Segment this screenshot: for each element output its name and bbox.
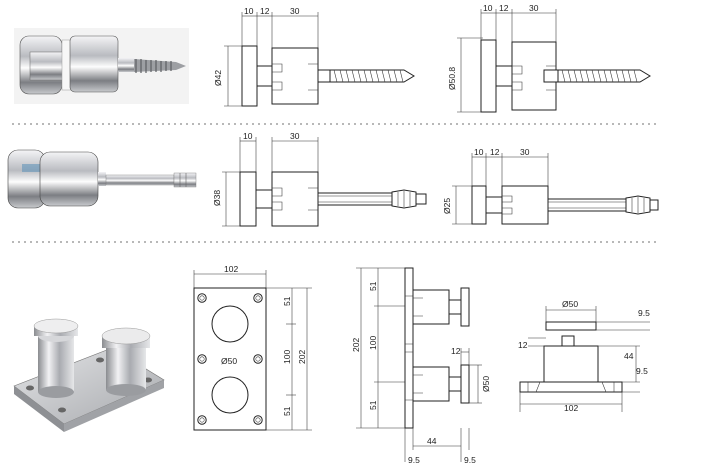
dim-10: 10 <box>474 147 484 157</box>
drawing-front-view: 102 Ø50 51 100 51 202 <box>193 264 312 431</box>
dim-top-base-width: 102 <box>564 403 578 413</box>
dim-side-lower: 51 <box>368 400 378 410</box>
dim-diameter: Ø38 <box>212 190 222 206</box>
dim-30: 30 <box>529 3 539 13</box>
dim-side-cap-thickness: 12 <box>451 346 461 356</box>
dim-12: 12 <box>499 3 509 13</box>
dim-lower-offset: 51 <box>282 406 292 416</box>
dim-upper-offset: 51 <box>282 296 292 306</box>
drawing-side-view: 202 51 100 51 12 Ø50 44 9.5 9.5 <box>351 267 491 465</box>
dim-plate-thickness-right: 9.5 <box>464 455 476 465</box>
dim-side-height: 202 <box>351 338 361 352</box>
dim-side-spacing: 100 <box>368 336 378 350</box>
dim-30: 30 <box>290 131 300 141</box>
dim-10: 10 <box>483 3 493 13</box>
dim-top-cap-diameter: Ø50 <box>562 299 578 309</box>
photo-wood-screw-standoff <box>14 28 189 104</box>
drawing-row2-left: 10 30 Ø38 <box>212 131 427 227</box>
dim-side-upper: 51 <box>368 281 378 291</box>
drawing-elevation-view: Ø50 9.5 12 44 9.5 102 <box>518 299 650 413</box>
dim-30: 30 <box>290 6 300 16</box>
dim-diameter: Ø25 <box>442 198 452 214</box>
dim-center-spacing: 100 <box>282 350 292 364</box>
drawing-row1-right: 10 12 30 Ø50.8 <box>447 3 651 113</box>
dim-top-plate-thickness: 9.5 <box>636 366 648 376</box>
dim-10: 10 <box>244 6 254 16</box>
dim-standoff-length: 44 <box>427 436 437 446</box>
dim-12: 12 <box>260 6 270 16</box>
dim-top-body-height: 44 <box>624 351 634 361</box>
dim-10: 10 <box>243 131 253 141</box>
dim-hole-diameter: Ø50 <box>221 356 237 366</box>
drawing-row1-left: 10 12 30 Ø42 <box>213 6 415 107</box>
photo-double-standoff-plate <box>13 318 165 432</box>
drawing-row2-right: 10 12 30 Ø25 <box>442 147 659 225</box>
dim-top-right: 9.5 <box>638 308 650 318</box>
dim-plate-width: 102 <box>224 264 238 274</box>
dim-side-cap-diameter: Ø50 <box>481 376 491 392</box>
photo-anchor-bolt-standoff <box>7 149 197 209</box>
dim-top-cap-thickness: 12 <box>518 340 528 350</box>
dim-diameter: Ø42 <box>213 70 223 86</box>
dim-plate-height: 202 <box>297 350 307 364</box>
dim-diameter: Ø50.8 <box>447 67 457 90</box>
dim-30: 30 <box>520 147 530 157</box>
dim-plate-thickness-left: 9.5 <box>408 455 420 465</box>
dim-12: 12 <box>490 147 500 157</box>
